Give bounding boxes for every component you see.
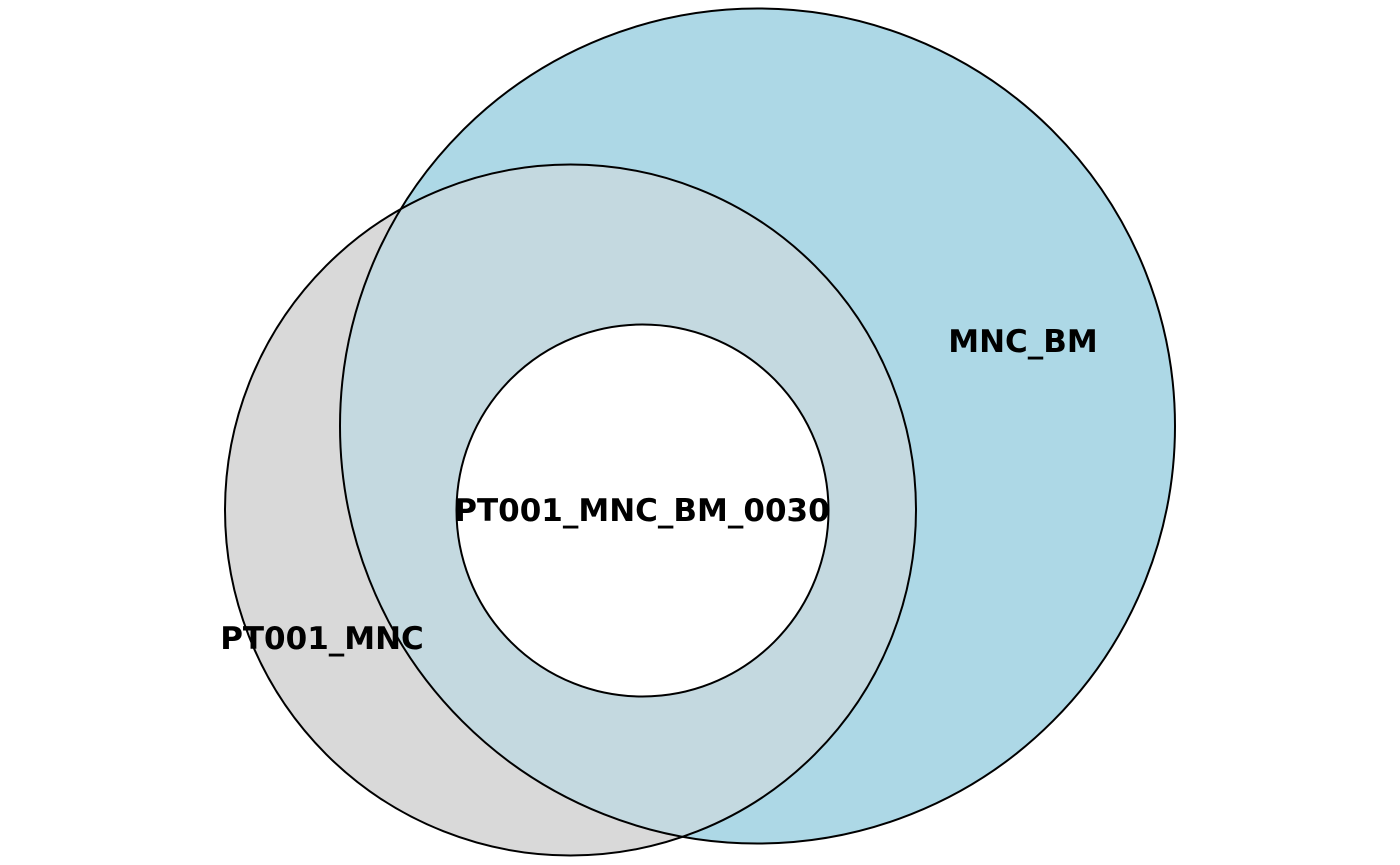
mnc-bm-outline <box>339 7 1176 845</box>
pt001-mnc-bm-0030-label: PT001_MNC_BM_0030 <box>454 493 829 529</box>
pt001-mnc-outline <box>224 163 917 857</box>
pt001-mnc-label: PT001_MNC <box>220 621 424 657</box>
pt001-mnc-bm-0030-circle <box>456 324 829 697</box>
pt001-mnc-bm-0030-outline <box>455 323 830 698</box>
mnc-bm-label: MNC_BM <box>948 324 1098 360</box>
